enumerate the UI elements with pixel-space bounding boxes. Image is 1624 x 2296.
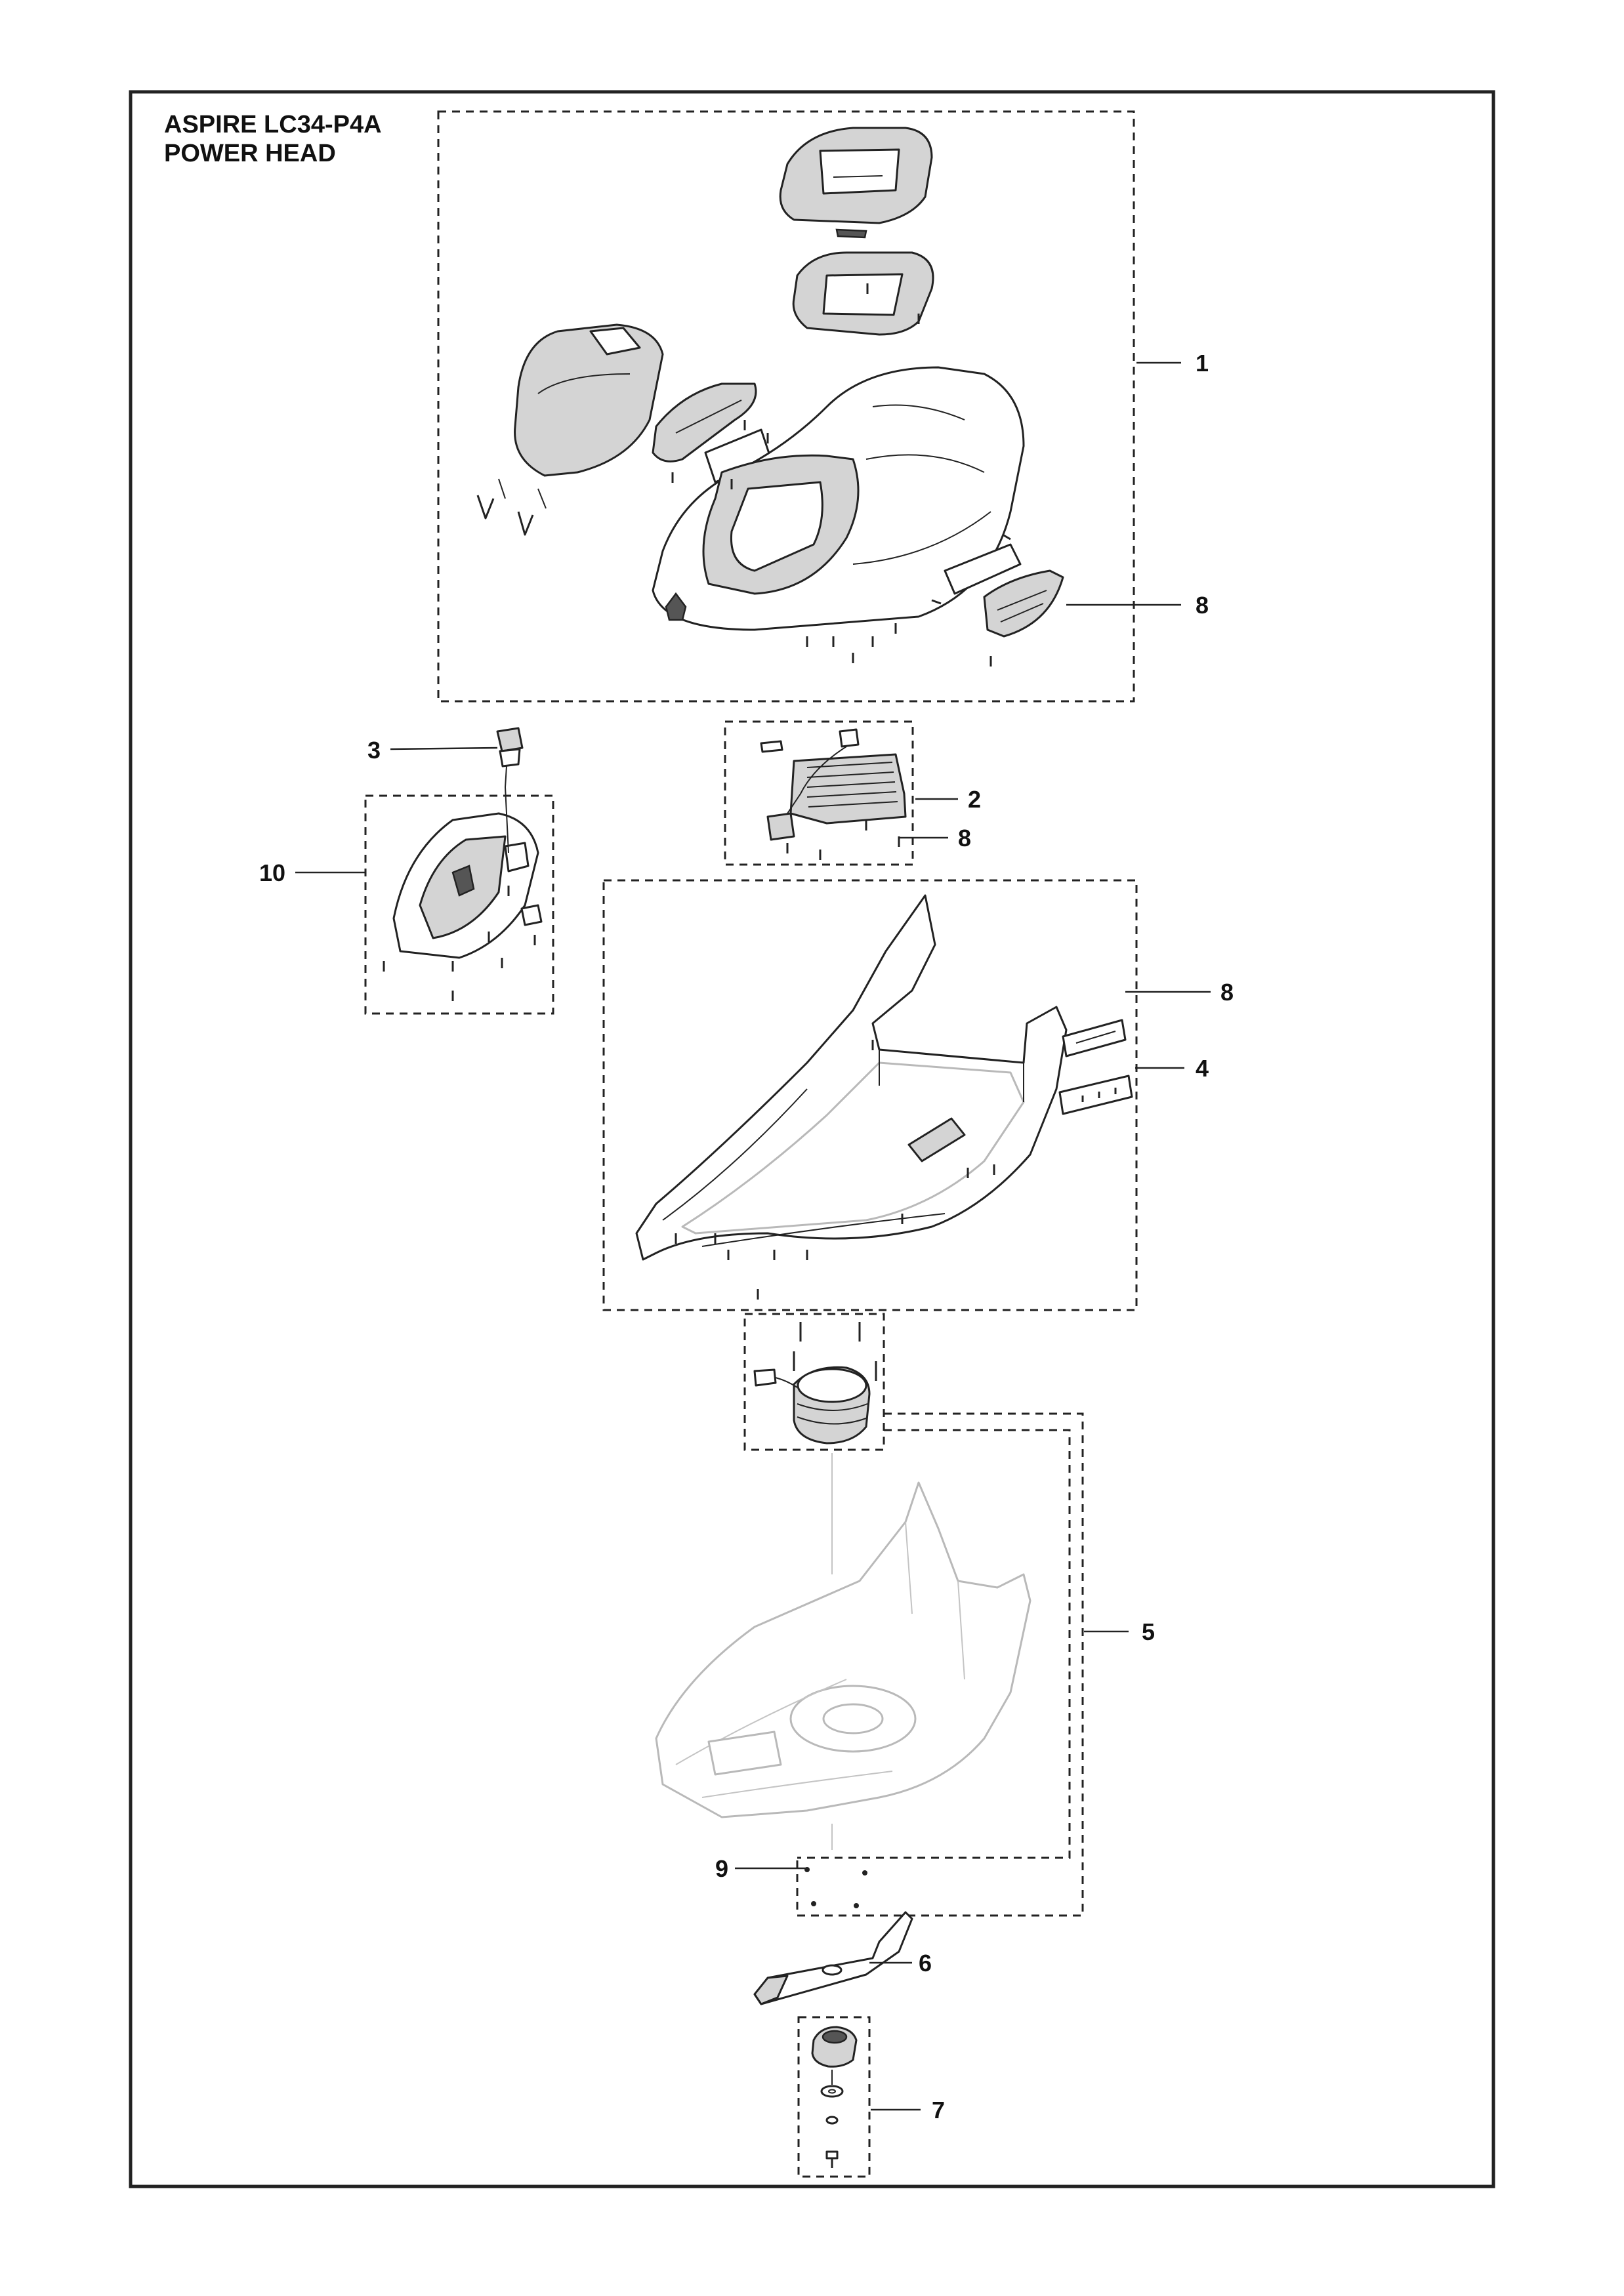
control-board — [760, 728, 907, 841]
callout-7: 7 — [932, 2097, 945, 2123]
right-handle-bracket — [944, 543, 1022, 595]
group-frame-10 — [364, 794, 554, 1015]
model-name: ASPIRE LC34-P4A — [164, 111, 382, 138]
washer — [820, 2085, 844, 2098]
callout-9: 9 — [715, 1855, 728, 1882]
cutting-blade — [753, 1911, 913, 2005]
top-cover-lid — [779, 127, 933, 224]
chassis-frame — [635, 894, 1068, 1261]
leader-3 — [390, 747, 498, 750]
cover-frame — [792, 251, 934, 336]
chassis-bracket-upper — [1062, 1019, 1127, 1057]
callout-10: 10 — [259, 859, 285, 886]
small-clip — [835, 228, 867, 239]
lid-springs — [476, 478, 547, 536]
callout-2: 2 — [968, 786, 981, 813]
group2-screws — [786, 820, 900, 860]
group-frame-4 — [602, 879, 1138, 1311]
callout-6: 6 — [919, 1950, 932, 1977]
group-frame-motor — [743, 1313, 885, 1451]
callout-1: 1 — [1196, 350, 1209, 377]
small-washer — [825, 2116, 839, 2125]
motor-screws — [793, 1322, 877, 1381]
group-frame-1 — [437, 110, 1135, 703]
main-body-shell — [652, 366, 1025, 631]
group-frame-5-outer — [796, 1412, 1084, 1917]
left-handle-grip — [652, 382, 757, 462]
safety-key — [496, 727, 524, 788]
battery-housing — [392, 812, 543, 959]
assembly-name: POWER HEAD — [164, 140, 336, 167]
motor — [753, 1366, 871, 1445]
page-border — [129, 90, 1495, 2188]
callout-8b: 8 — [958, 825, 971, 851]
diagram-title: ASPIRE LC34-P4A POWER HEAD — [164, 110, 382, 168]
group-frame-7 — [797, 2016, 871, 2178]
group4-screws — [675, 1040, 995, 1300]
group10-screws — [383, 886, 536, 1001]
key-connector-line — [505, 787, 509, 853]
callout-5: 5 — [1142, 1618, 1155, 1645]
group-frame-5-inner — [797, 1429, 1071, 1859]
callout-8c: 8 — [1220, 979, 1234, 1006]
hub-bolt — [825, 2150, 839, 2168]
mower-deck — [655, 1481, 1031, 1818]
callout-4: 4 — [1196, 1055, 1209, 1082]
blade-hub — [811, 2026, 858, 2068]
deck-screws — [804, 1867, 867, 1908]
group1-screws — [671, 420, 1011, 666]
battery-lid — [514, 323, 664, 477]
callout-8a: 8 — [1196, 592, 1209, 619]
callout-3: 3 — [367, 737, 381, 764]
right-handle-grip — [983, 569, 1064, 638]
chassis-bracket-lower — [1058, 1075, 1133, 1115]
